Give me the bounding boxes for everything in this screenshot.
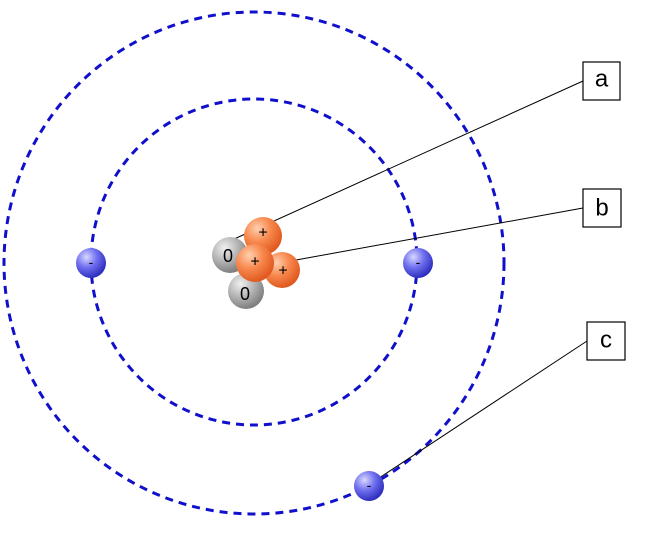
leader-line-a xyxy=(231,80,584,241)
proton-symbol: + xyxy=(278,263,287,280)
proton: + xyxy=(236,244,274,282)
electron: - xyxy=(403,248,433,278)
outer-orbit xyxy=(2,10,506,516)
label-b: b xyxy=(582,188,622,228)
electron-symbol: - xyxy=(416,254,421,270)
label-b-text: b xyxy=(595,195,608,222)
nucleus: 0 0 + + + xyxy=(212,217,300,309)
label-c: c xyxy=(586,321,626,361)
leader-line-b xyxy=(284,207,584,263)
leader-line-c xyxy=(369,340,588,485)
electron-symbol: - xyxy=(367,477,372,493)
neutron-symbol: 0 xyxy=(240,284,250,304)
neutron-symbol: 0 xyxy=(223,246,233,266)
electron: - xyxy=(354,471,384,501)
label-a: a xyxy=(582,61,621,101)
label-c-text: c xyxy=(600,327,612,354)
electron: - xyxy=(76,248,106,278)
electron-symbol: - xyxy=(89,254,94,270)
proton-symbol: + xyxy=(258,225,267,242)
label-a-text: a xyxy=(595,66,609,93)
proton-symbol: + xyxy=(250,254,259,271)
